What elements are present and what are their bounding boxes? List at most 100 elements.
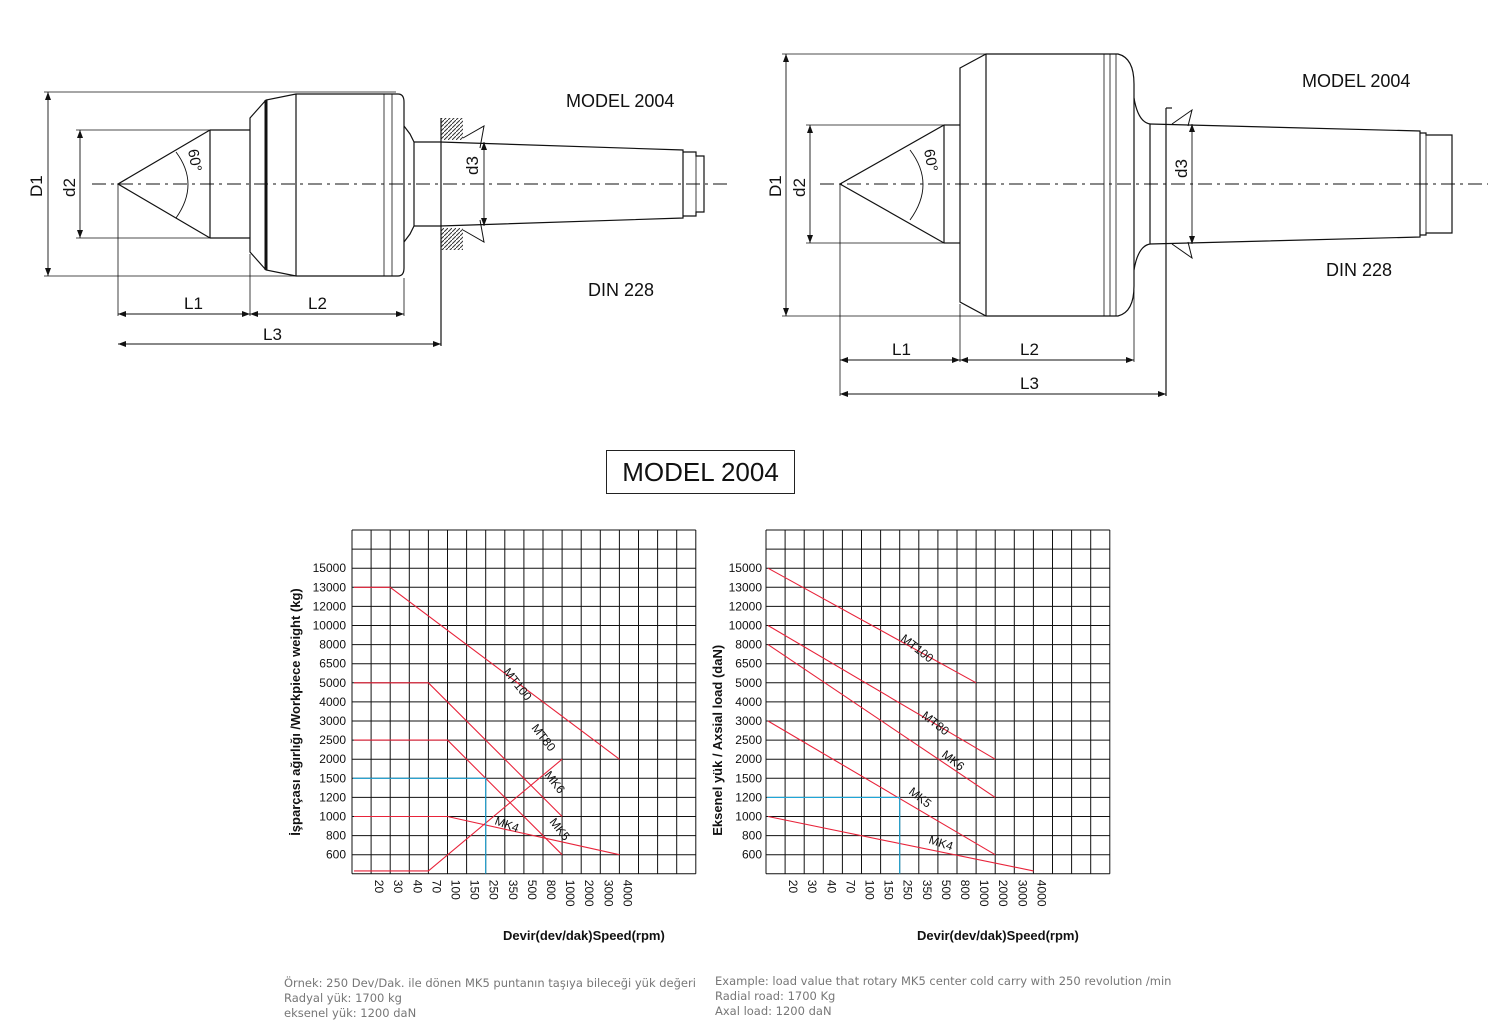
example-guide-line [353,777,487,874]
x-tick-label: 350 [506,880,520,900]
x-tick-label: 500 [939,880,953,900]
caption-en-line-3: Axal load: 1200 daN [715,1004,832,1018]
y-tick-label: 1000 [319,810,346,824]
section-title-text: MODEL 2004 [622,456,779,487]
y-axis-label: Eksenel yük / Axsial load (daN) [710,645,725,836]
chart-axial-load: 6008001000120015002000250030004000500065… [710,529,1111,943]
y-tick-label: 1200 [735,790,762,804]
x-tick-label: 20 [786,880,800,894]
right-dim-D1: D1 [766,175,785,197]
y-tick-label: 6500 [319,657,346,671]
y-tick-label: 4000 [319,695,346,709]
x-tick-label: 100 [863,880,877,900]
y-tick-label: 800 [742,829,762,843]
right-dim-angle: 60° [920,148,941,173]
caption-en-line-2: Radial road: 1700 Kg [715,989,836,1003]
x-tick-label: 3000 [601,880,615,907]
left-dim-L1: L1 [184,294,203,313]
right-dim-d2: d2 [790,178,809,197]
x-tick-label: 100 [449,880,463,900]
x-tick-label: 250 [487,880,501,900]
x-tick-label: 500 [525,880,539,900]
caption-tr-line-2: Radyal yük: 1700 kg [284,991,402,1005]
right-arrowheads [783,54,1195,397]
left-dim-L3: L3 [263,325,282,344]
series-line-mk5 [767,720,996,856]
y-tick-label: 8000 [319,638,346,652]
x-tick-label: 70 [843,880,857,894]
x-tick-label: 150 [882,880,896,900]
x-tick-label: 40 [410,880,424,894]
y-tick-label: 12000 [313,599,347,613]
left-dim-L2: L2 [308,294,327,313]
series-line-mt80 [767,625,996,760]
y-tick-label: 3000 [319,714,346,728]
right-dim-L2: L2 [1020,340,1039,359]
series-line-mk4 [354,815,620,856]
y-tick-label: 2000 [735,752,762,766]
series-label-mt80: MT80 [919,708,952,738]
y-tick-label: 13000 [729,580,763,594]
left-drawing [44,91,730,346]
x-tick-label: 150 [468,880,482,900]
y-tick-label: 2500 [319,733,346,747]
series-label-mt80: MT80 [529,721,559,754]
series-label-mk5: MK5 [906,784,934,810]
y-tick-label: 4000 [735,695,762,709]
x-tick-label: 40 [824,880,838,894]
right-model-label: MODEL 2004 [1302,71,1410,91]
x-tick-label: 2000 [582,880,596,907]
y-tick-label: 5000 [735,676,762,690]
right-standard-label: DIN 228 [1326,260,1392,280]
series-line-mk4 [767,815,1034,872]
x-tick-label: 1000 [563,880,577,907]
series-label-mt100: MT100 [501,665,535,703]
x-tick-label: 800 [958,880,972,900]
y-tick-label: 2000 [319,752,346,766]
series-line-mt100 [767,567,977,684]
y-tick-label: 10000 [729,619,763,633]
y-tick-label: 800 [326,829,346,843]
y-tick-label: 10000 [313,619,347,633]
series-line-mt80 [354,758,563,872]
x-tick-label: 800 [544,880,558,900]
series-line-mk6 [767,644,996,798]
y-tick-label: 8000 [735,638,762,652]
right-drawing [782,53,1488,396]
right-dim-L1: L1 [892,340,911,359]
x-tick-label: 250 [901,880,915,900]
y-tick-label: 1500 [319,771,346,785]
caption-english: Example: load value that rotary MK5 cent… [715,974,1171,1019]
left-standard-label: DIN 228 [588,280,654,300]
right-dim-L3: L3 [1020,374,1039,393]
series-label-mt100: MT100 [898,631,936,665]
y-tick-label: 1000 [735,810,762,824]
y-tick-label: 13000 [313,580,347,594]
y-tick-label: 15000 [729,561,763,575]
y-tick-label: 1200 [319,790,346,804]
x-tick-label: 1000 [977,880,991,907]
y-axis-label: İşparçası ağırlığı /Workpiece weight (kg… [288,588,303,836]
x-tick-label: 20 [372,880,386,894]
x-axis-label: Devir(dev/dak)Speed(rpm) [917,928,1079,943]
x-tick-label: 30 [805,880,819,894]
x-tick-label: 3000 [1015,880,1029,907]
x-tick-label: 350 [920,880,934,900]
left-dim-angle: 60° [184,148,205,173]
y-tick-label: 12000 [729,599,763,613]
right-dim-d3: d3 [1172,159,1191,178]
y-tick-label: 3000 [735,714,762,728]
x-tick-label: 4000 [1034,880,1048,907]
y-tick-label: 600 [742,848,762,862]
x-axis-label: Devir(dev/dak)Speed(rpm) [503,928,665,943]
series-line-mk6 [354,682,563,817]
x-tick-label: 2000 [996,880,1010,907]
y-tick-label: 15000 [313,561,347,575]
series-line-mk5 [354,739,563,856]
series-line-mt100 [354,586,620,760]
caption-turkish: Örnek: 250 Dev/Dak. ile dönen MK5 puntan… [284,976,696,1021]
caption-en-line-1: Example: load value that rotary MK5 cent… [715,974,1172,988]
y-tick-label: 6500 [735,657,762,671]
caption-tr-line-3: eksenel yük: 1200 daN [284,1006,417,1020]
